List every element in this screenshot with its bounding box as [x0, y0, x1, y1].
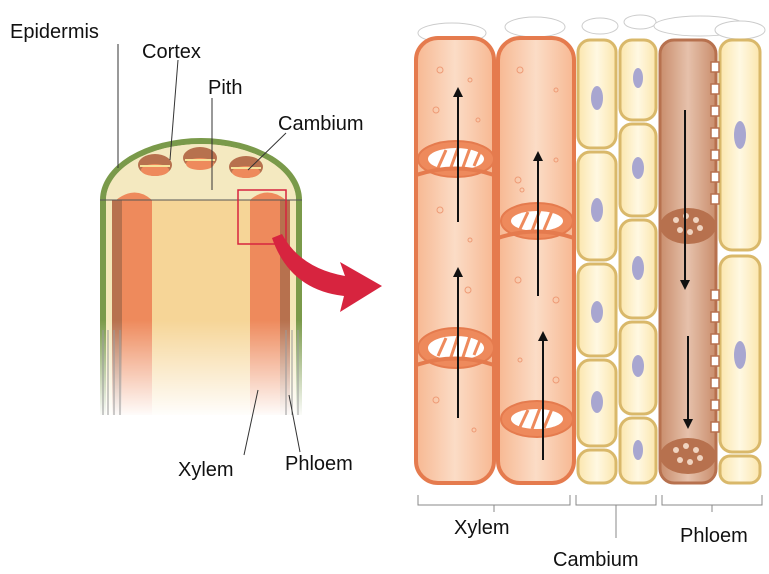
pith-label: Pith: [208, 77, 242, 99]
xylem-vessel-2: [498, 38, 574, 483]
xylem-label-bottom: Xylem: [454, 517, 510, 539]
companion-cells: [720, 40, 760, 483]
cambium-label-bottom: Cambium: [553, 549, 639, 571]
cortex-label: Cortex: [142, 41, 201, 63]
cambium-cells: [578, 40, 656, 483]
xylem-vessel-1: [416, 38, 494, 483]
magnified-tissue: [416, 15, 765, 538]
phloem-label-bottom: Phloem: [680, 525, 748, 547]
stem-section: [98, 138, 382, 418]
xylem-label-left: Xylem: [178, 459, 234, 481]
phloem-label-left: Phloem: [285, 453, 353, 475]
cambium-label-top: Cambium: [278, 113, 364, 135]
epidermis-label: Epidermis: [10, 21, 99, 43]
